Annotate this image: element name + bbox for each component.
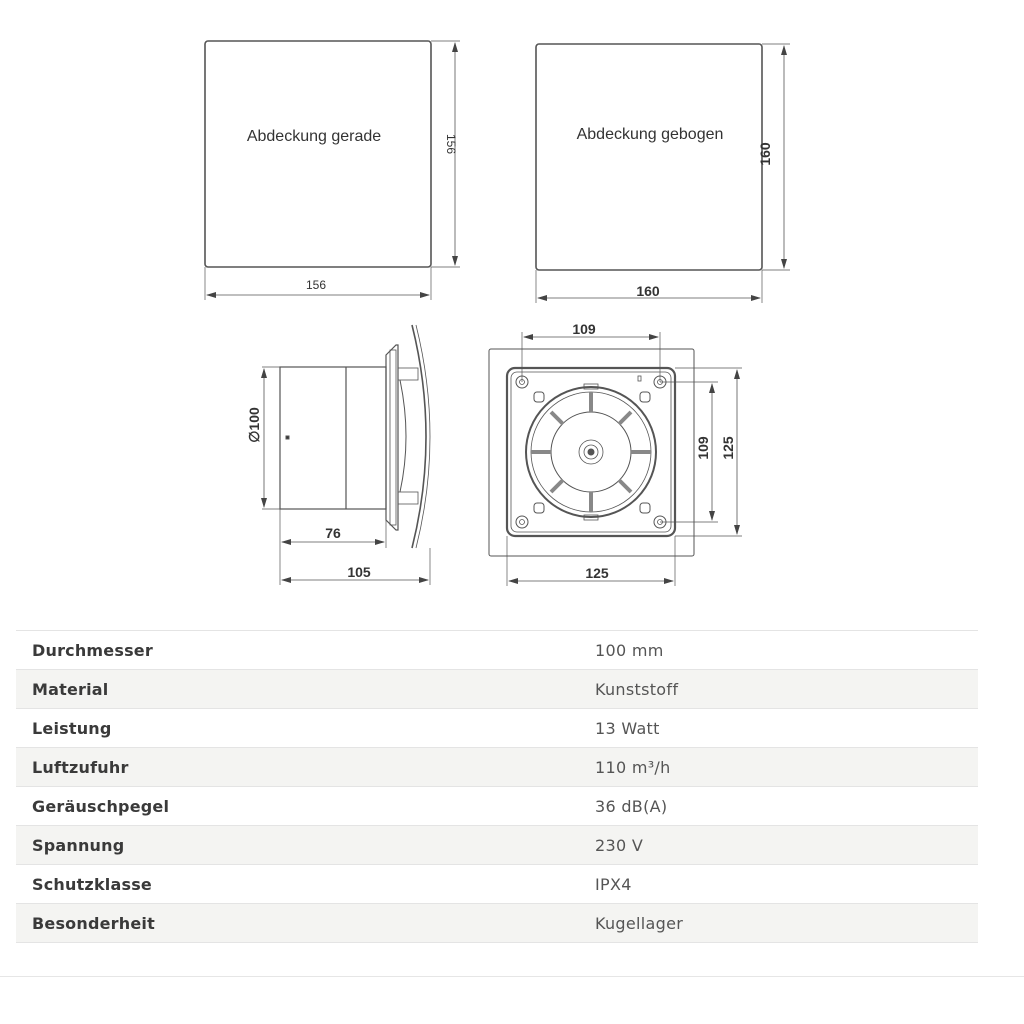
spec-key: Luftzufuhr: [16, 747, 579, 787]
front-view-hole-spacing-h: 109: [572, 321, 596, 337]
spec-value: Kugellager: [579, 903, 978, 943]
front-view-frame-height: 125: [720, 436, 736, 460]
technical-drawing: Abdeckung gerade 156 156 Abdeckung gebog…: [204, 40, 790, 586]
spec-value: 36 dB(A): [579, 786, 978, 826]
spec-key: Geräuschpegel: [16, 786, 579, 826]
spec-value: 230 V: [579, 825, 978, 865]
spec-key: Durchmesser: [16, 630, 579, 670]
spec-value: IPX4: [579, 864, 978, 904]
cover-curved-width: 160: [636, 283, 660, 299]
front-view-frame-width: 125: [585, 565, 609, 581]
front-view-drawing: [488, 332, 742, 586]
spec-key: Schutzklasse: [16, 864, 579, 904]
spec-value: 110 m³/h: [579, 747, 978, 787]
cover-curved-height: 160: [757, 142, 773, 166]
spec-value: 13 Watt: [579, 708, 978, 748]
cover-straight-width: 156: [306, 278, 326, 292]
spec-key: Material: [16, 669, 579, 709]
cover-straight-height: 156: [444, 134, 458, 154]
side-view-total-depth: 105: [347, 564, 371, 580]
cover-straight-label: Abdeckung gerade: [247, 128, 381, 145]
cover-curved-drawing: [535, 43, 790, 303]
cover-curved-label: Abdeckung gebogen: [577, 126, 724, 143]
spec-key: Spannung: [16, 825, 579, 865]
side-view-body-depth: 76: [325, 525, 341, 541]
cover-straight-drawing: [204, 40, 460, 300]
spec-key: Besonderheit: [16, 903, 579, 943]
footer-divider: [0, 976, 1024, 977]
spec-value: 100 mm: [579, 630, 978, 670]
spec-value: Kunststoff: [579, 669, 978, 709]
spec-key: Leistung: [16, 708, 579, 748]
side-view-drawing: [261, 324, 431, 585]
side-view-diameter: ∅100: [246, 407, 262, 443]
front-view-hole-spacing-v: 109: [695, 436, 711, 460]
